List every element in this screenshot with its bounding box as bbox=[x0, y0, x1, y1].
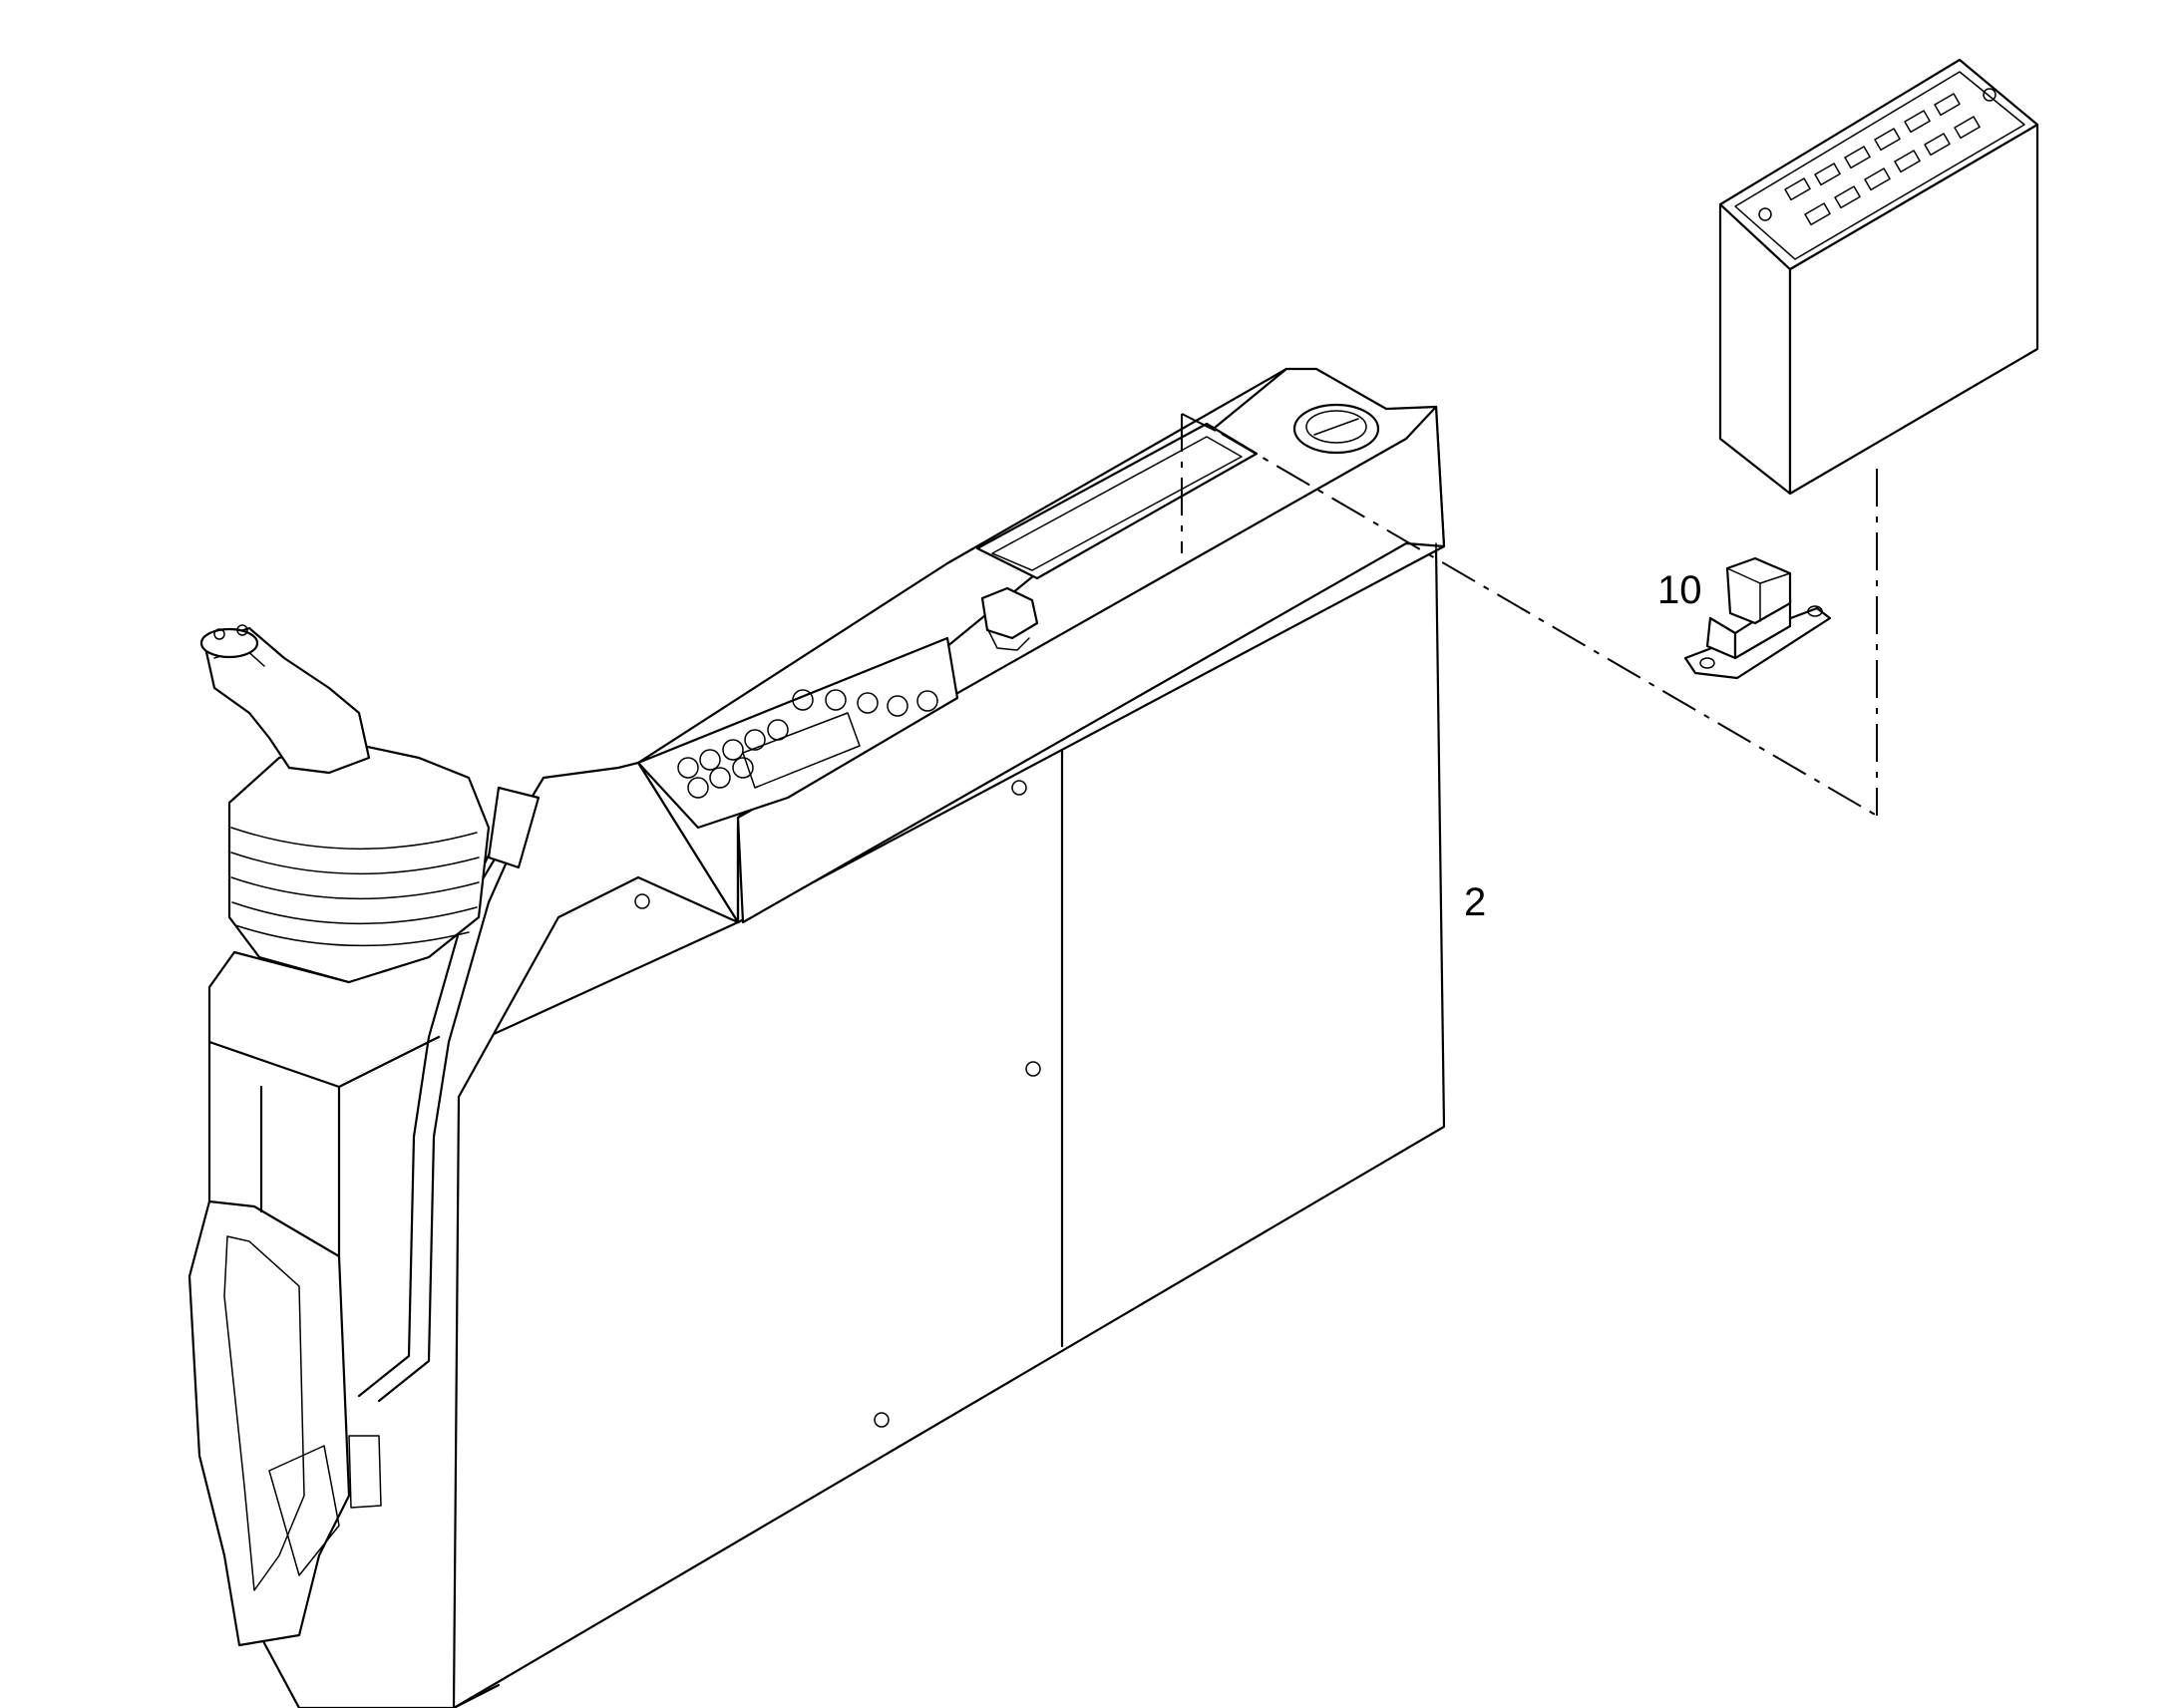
callout-label-10: 10 bbox=[1657, 568, 1702, 612]
assembly-path-lines bbox=[1181, 413, 1878, 817]
keypad-panel bbox=[636, 636, 959, 830]
console-top-cover bbox=[736, 367, 1446, 924]
keypad-display bbox=[742, 712, 861, 789]
control-unit-recess bbox=[975, 422, 1259, 580]
control-unit-module bbox=[1718, 58, 2039, 496]
joystick-cap bbox=[199, 627, 259, 659]
part-10-bracket bbox=[1683, 556, 1832, 680]
armrest-console-assembly bbox=[187, 367, 1446, 1708]
label-symbols bbox=[1758, 88, 1997, 226]
bracket-post bbox=[1725, 556, 1792, 625]
callout-label-2: 2 bbox=[1464, 880, 1487, 924]
rotary-knob bbox=[980, 586, 1039, 640]
round-cap bbox=[1292, 403, 1380, 455]
keypad-buttons bbox=[677, 689, 938, 799]
boot-ridges bbox=[230, 827, 480, 947]
joystick-grip bbox=[202, 626, 371, 775]
armrest-handle bbox=[187, 1199, 351, 1647]
module-top-label bbox=[1718, 58, 2039, 271]
